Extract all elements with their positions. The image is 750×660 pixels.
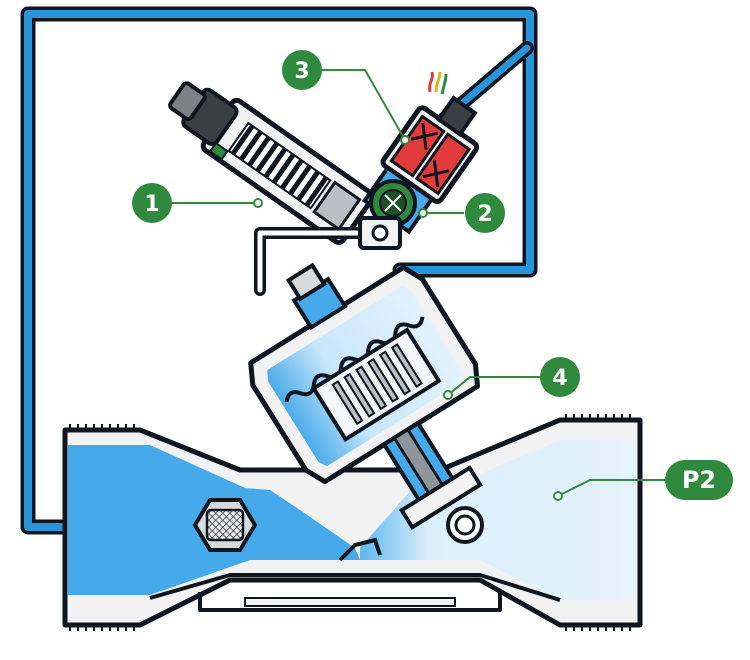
callout-4: 4: [540, 357, 580, 397]
callout-2-label: 2: [477, 202, 492, 227]
pilot-regulator: [168, 81, 375, 245]
callout-p2: P2: [665, 460, 733, 500]
callout-2: 2: [465, 193, 505, 233]
pilot-spring: [227, 121, 332, 210]
main-spring: [331, 343, 423, 426]
callout-anchors: [253, 135, 563, 501]
callout-leaders: [172, 69, 665, 496]
callout-3: 3: [282, 50, 322, 90]
callout-p2-label: P2: [682, 466, 716, 494]
inlet-threads: [69, 424, 135, 631]
callout-3-label: 3: [294, 59, 309, 84]
pilot-filter: [192, 498, 258, 552]
callout-4-label: 4: [552, 366, 567, 391]
bonnet: [248, 262, 483, 530]
valve-body: [62, 414, 643, 631]
solenoid: [361, 95, 480, 235]
callout-1: 1: [132, 183, 172, 223]
outlet-threads: [565, 414, 631, 631]
callout-1-label: 1: [144, 192, 159, 217]
